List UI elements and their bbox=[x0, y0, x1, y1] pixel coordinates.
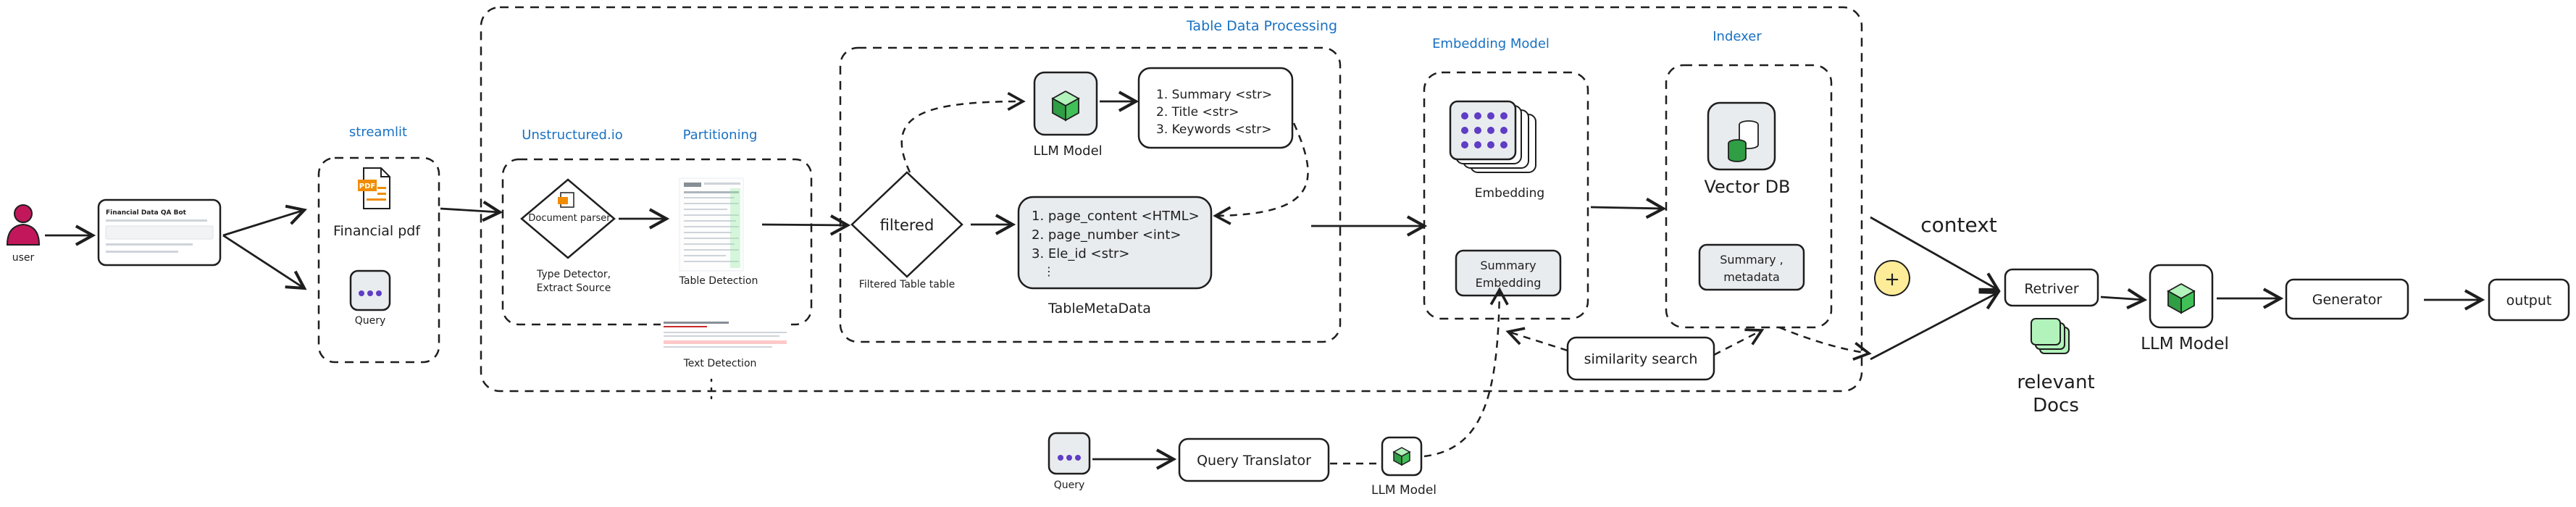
document-parser-icon bbox=[558, 192, 574, 208]
query-translator-label: Query Translator bbox=[1197, 453, 1311, 469]
query-dots-icon bbox=[349, 269, 391, 311]
generator-label: Generator bbox=[2312, 292, 2383, 308]
partitioning-title: Partitioning bbox=[683, 127, 758, 143]
title-item: 2. Title <str> bbox=[1156, 105, 1239, 120]
relevant-label: relevant bbox=[2017, 372, 2094, 393]
embedding-model-group bbox=[1423, 71, 1589, 320]
text-detection-thumbnail bbox=[661, 319, 791, 351]
bottom-query-dots-icon bbox=[1047, 432, 1091, 475]
filtered-node bbox=[850, 171, 963, 278]
arrow-context-to-retriever bbox=[1870, 216, 2001, 292]
context-label: context bbox=[1920, 213, 1997, 237]
arrow-bottom-llm-to-embedding bbox=[1423, 287, 1509, 458]
table-data-processing-group bbox=[480, 6, 1863, 393]
arrow-similarity-to-indexer bbox=[1713, 328, 1765, 356]
unstructured-title: Unstructured.io bbox=[522, 127, 622, 143]
table-metadata-box bbox=[1017, 196, 1213, 290]
ele-id-item: 3. Ele_id <str> bbox=[1032, 246, 1130, 261]
bottom-llm-cube-icon bbox=[1381, 436, 1423, 477]
relevant-docs-stack-icon bbox=[2031, 318, 2070, 354]
indexer-group bbox=[1665, 64, 1833, 329]
table-detection-label: Table Detection bbox=[679, 275, 758, 287]
retriever-box bbox=[2004, 268, 2099, 307]
text-detection-label: Text Detection bbox=[683, 358, 757, 369]
indexer-title: Indexer bbox=[1713, 29, 1762, 44]
docs-label: Docs bbox=[2033, 395, 2079, 416]
summary-embedding-line2: Embedding bbox=[1476, 276, 1542, 290]
pdf-badge-text: PDF bbox=[359, 183, 375, 190]
document-parser-label: Document parser bbox=[528, 213, 611, 224]
output-label: output bbox=[2506, 293, 2552, 309]
summary-metadata-box bbox=[1698, 243, 1805, 291]
financial-pdf-label: Financial pdf bbox=[333, 223, 421, 239]
arrow-indexer-to-retrieval bbox=[1778, 326, 1872, 361]
bottom-query-label: Query bbox=[1054, 479, 1085, 491]
arrow-summary-to-metadata bbox=[1213, 122, 1309, 225]
keywords-item: 3. Keywords <str> bbox=[1156, 122, 1272, 137]
generator-box bbox=[2285, 278, 2409, 320]
bottom-llm-label: LLM Model bbox=[1371, 483, 1437, 498]
embedding-stack-icon bbox=[1449, 100, 1536, 173]
llm-model-large-cube-icon bbox=[2149, 264, 2214, 329]
summary-item: 1. Summary <str> bbox=[1156, 88, 1272, 102]
arrow-filtered-to-llm bbox=[900, 91, 1026, 173]
plus-icon: + bbox=[1874, 260, 1910, 296]
summary-output-box bbox=[1137, 67, 1294, 149]
metadata-continuation-dots: ⋮ bbox=[1043, 264, 1055, 278]
arrow-similarity-to-embedding bbox=[1505, 327, 1568, 352]
user-label: user bbox=[12, 252, 35, 264]
table-detection-thumbnail bbox=[679, 177, 744, 272]
pdf-file-icon: PDF bbox=[358, 167, 390, 209]
summary-metadata-line1: Summary , bbox=[1720, 253, 1783, 267]
partitioning-group bbox=[501, 158, 813, 326]
filtered-label: filtered bbox=[880, 217, 934, 234]
arrow-app-to-pdf bbox=[222, 204, 308, 237]
llm-model-large-label: LLM Model bbox=[2141, 335, 2229, 353]
streamlit-title: streamlit bbox=[349, 125, 407, 140]
table-data-processing-title: Table Data Processing bbox=[1186, 18, 1337, 34]
page-number-item: 2. page_number <int> bbox=[1032, 227, 1181, 243]
streamlit-app-thumbnail: Financial Data QA Bot bbox=[97, 198, 222, 267]
retriever-label: Retriver bbox=[2024, 281, 2079, 297]
output-box bbox=[2488, 278, 2570, 322]
document-parser-node bbox=[520, 178, 616, 259]
llm-model-label: LLM Model bbox=[1033, 143, 1102, 159]
streamlit-group bbox=[317, 156, 440, 364]
type-detector-label: Type Detector, bbox=[536, 269, 611, 280]
user-icon bbox=[6, 204, 41, 246]
query-label: Query bbox=[355, 315, 386, 327]
table-processing-inner-group bbox=[839, 46, 1342, 343]
similarity-search-box bbox=[1566, 336, 1715, 381]
llm-model-cube-icon bbox=[1033, 71, 1098, 136]
arrow-retriever-to-llm bbox=[2100, 288, 2148, 310]
plus-sign: + bbox=[1884, 269, 1900, 290]
table-metadata-label: TableMetaData bbox=[1047, 301, 1151, 317]
app-thumbnail-title: Financial Data QA Bot bbox=[106, 209, 187, 217]
embedding-label: Embedding bbox=[1475, 186, 1544, 201]
query-translator-box bbox=[1178, 437, 1330, 482]
arrow-app-to-query bbox=[222, 234, 307, 290]
filtered-table-label: Filtered Table table bbox=[859, 279, 955, 290]
similarity-search-label: similarity search bbox=[1584, 351, 1698, 367]
vector-db-label: Vector DB bbox=[1704, 177, 1790, 197]
summary-embedding-line1: Summary bbox=[1480, 259, 1536, 272]
extract-source-label: Extract Source bbox=[537, 282, 611, 294]
embedding-model-title: Embedding Model bbox=[1432, 36, 1550, 51]
vector-db-icon bbox=[1707, 101, 1776, 171]
arrow-search-to-retriever bbox=[1870, 290, 2001, 361]
arrow-embedding-to-indexer bbox=[1590, 197, 1667, 219]
page-content-item: 1. page_content <HTML> bbox=[1032, 209, 1200, 224]
summary-metadata-line2: metadata bbox=[1723, 270, 1780, 284]
arrow-streamlit-to-partitioning bbox=[440, 201, 503, 222]
